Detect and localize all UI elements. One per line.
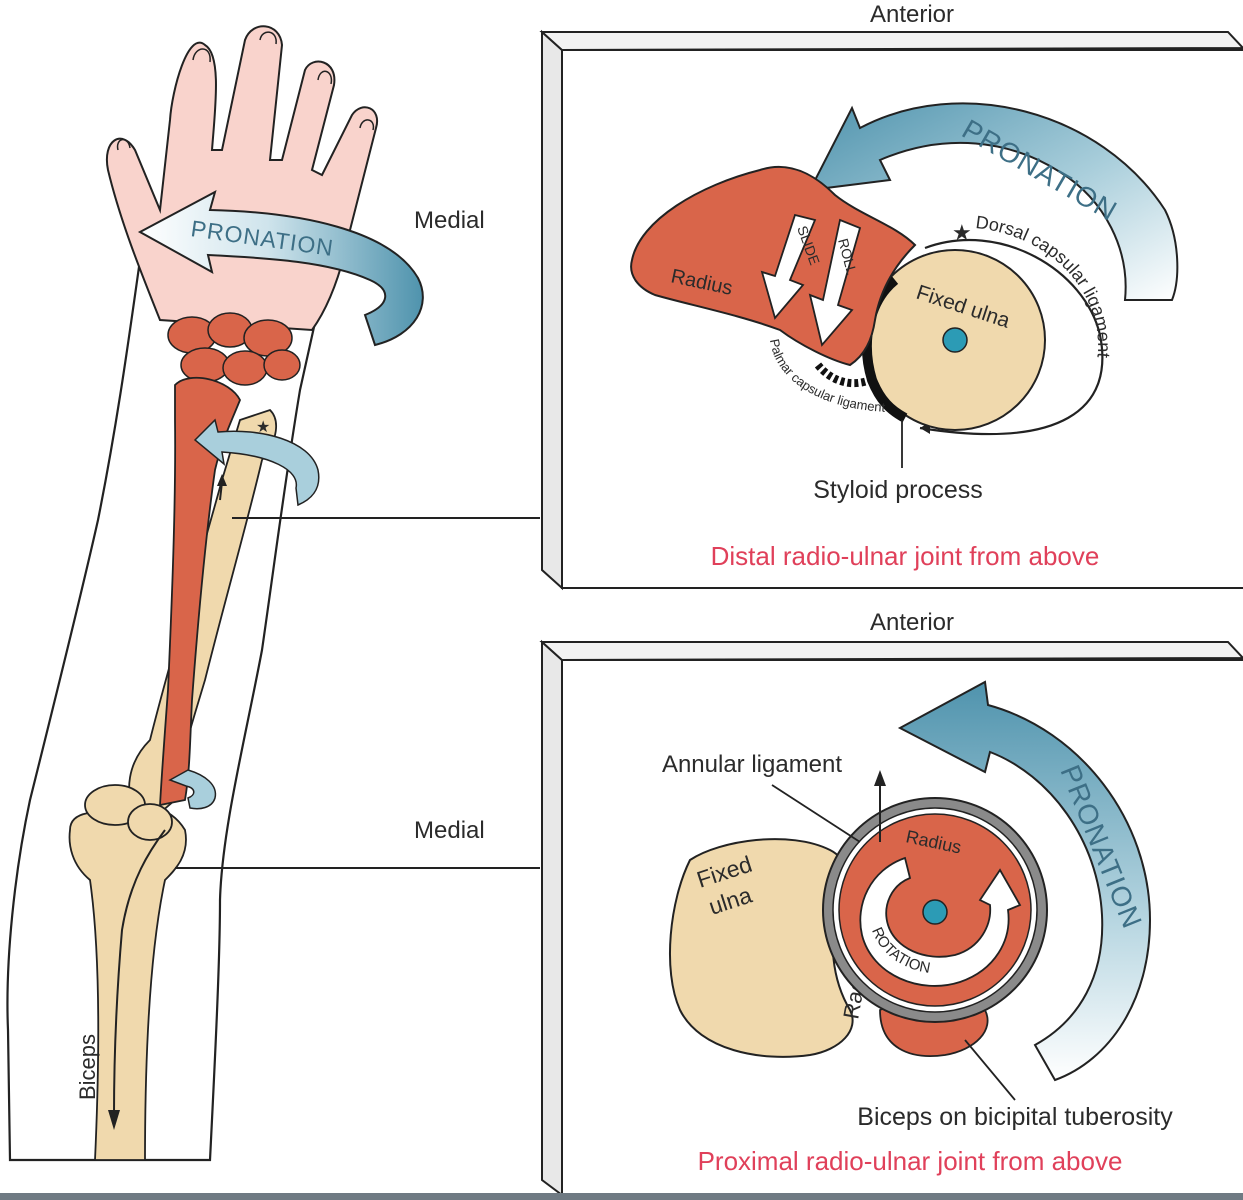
anterior-label-bottom: Anterior [870,609,954,636]
styloid-process-label: Styloid process [813,476,983,504]
capitulum [127,803,173,841]
distal-pronation-arrow [808,102,1179,301]
hand-skin [105,25,379,332]
rotation-arrow [859,856,1022,987]
roll-arrow [808,218,862,347]
biceps-pointer [964,1039,1016,1101]
humerus-bone [68,805,187,1161]
nail-2 [192,48,211,63]
biceps-arrowhead [108,1110,120,1130]
slide-arrow [760,213,817,320]
annular-ligament-label: Annular ligament [662,751,842,778]
radius-bone [159,376,241,807]
proximal-panel-bevel [541,639,563,1197]
carpal-bones [167,312,301,386]
nail-1 [116,138,131,151]
ulna-star: ★ [256,419,270,436]
proximal-panel-top-edge [539,641,1243,662]
ulna-hub [942,327,968,353]
nail-5 [359,119,375,131]
dorsal-star: ★ [952,220,972,245]
distal-panel: Anterior PRONATION ★ Dorsal capsular lig… [539,1,1243,591]
distal-panel-bevel [541,29,563,591]
annular-up-arrowhead [874,770,886,786]
proximal-panel: Anterior PRONATION Fixed ulna Radial not… [539,609,1243,1197]
distal-panel-top-edge [539,31,1243,52]
radius-small-arrowhead [217,474,227,486]
proximal-caption: Proximal radio-ulnar joint from above [698,1146,1123,1176]
proximal-pronation-arrow [897,680,1152,1082]
forearm-illustration: ★ Biceps PRONATION [6,25,424,1162]
medial-label-top: Medial [414,207,485,234]
nail-4 [317,70,333,85]
medial-label-bottom: Medial [414,817,485,844]
palmar-capsular-ligament [814,362,872,388]
annular-pointer [771,784,861,843]
distal-caption: Distal radio-ulnar joint from above [711,541,1100,571]
forearm-rotation-arrow-lower [168,769,217,810]
hand-pronation-arrow [137,190,424,347]
dorsal-capsular-ligament [919,238,1104,436]
fixed-ulna-proximal [668,838,854,1058]
anterior-label-top: Anterior [870,1,954,28]
forearm-rotation-arrow-upper [193,418,320,507]
biceps-tendon-line [113,829,166,1116]
biceps-label: Biceps [75,1034,100,1100]
biceps-tuberosity-label: Biceps on bicipital tuberosity [857,1103,1173,1131]
nail-3 [259,31,277,45]
radius-hub [922,899,948,925]
bottom-strip [0,1193,1243,1200]
